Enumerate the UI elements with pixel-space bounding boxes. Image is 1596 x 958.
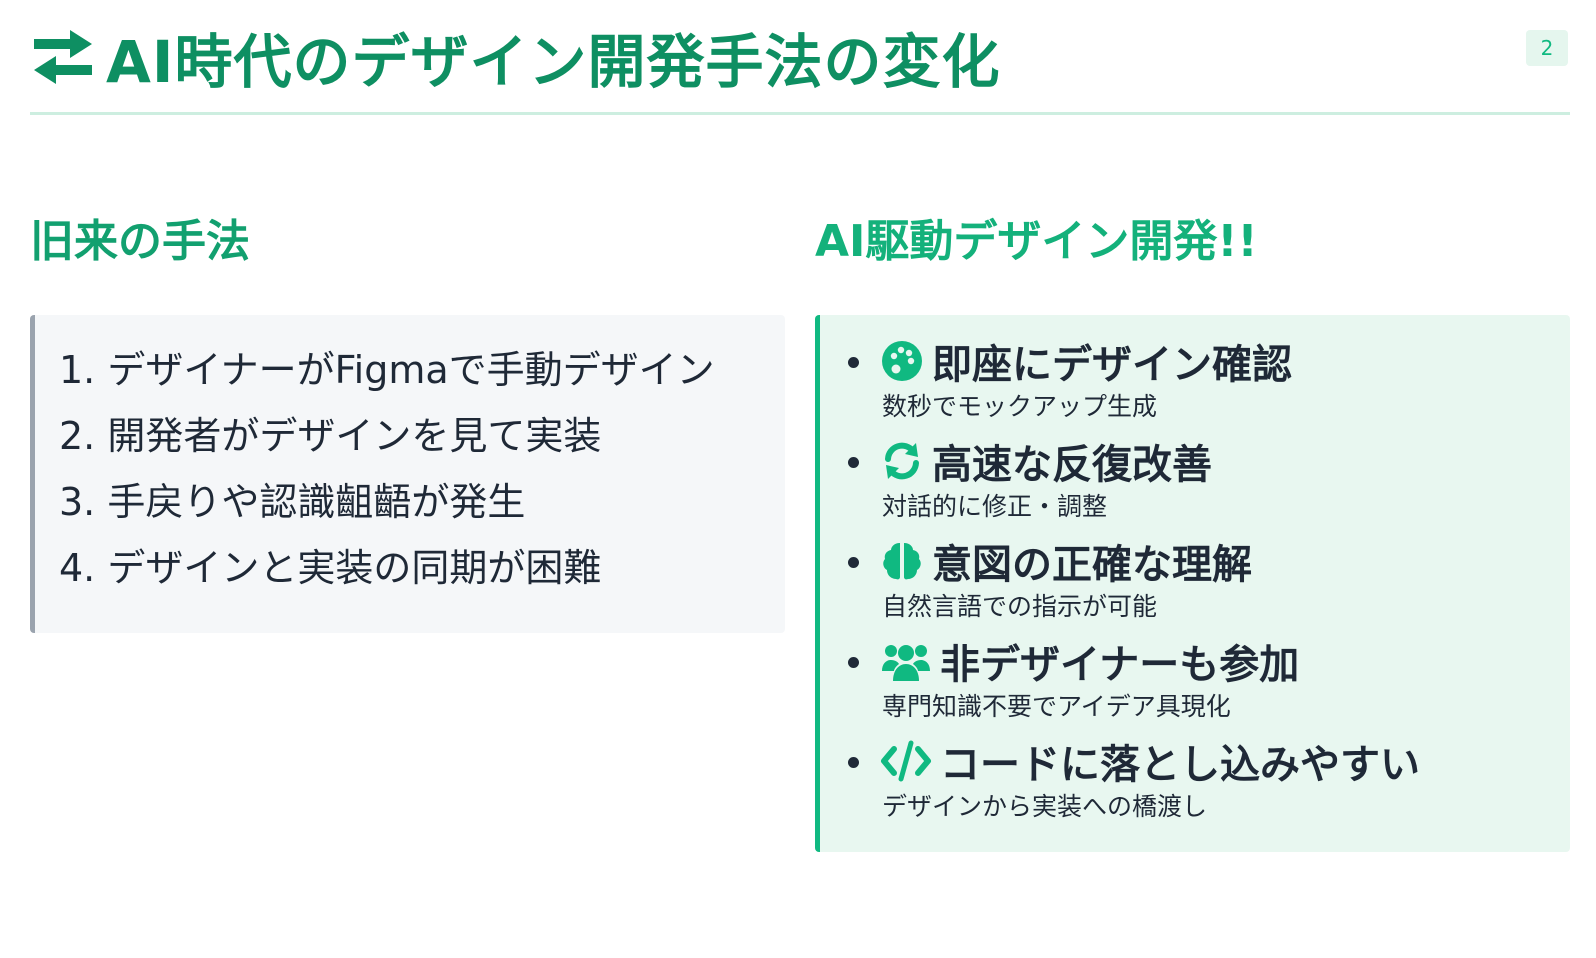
item-title: 高速な反復改善 — [932, 442, 1212, 488]
old-method-title: 旧来の手法 — [30, 216, 250, 267]
item-head: コードに落とし込みやすい — [880, 733, 1570, 789]
item-head: 非デザイナーも参加 — [880, 633, 1570, 689]
old-method-item: 3. 手戻りや認識齟齬が発生 — [59, 480, 526, 524]
title-wrap: AI時代のデザイン開発手法の変化 — [30, 14, 1570, 100]
bullet — [848, 357, 859, 368]
users-icon — [882, 645, 930, 681]
item-desc: 数秒でモックアップ生成 — [882, 392, 1158, 421]
bullet — [848, 657, 859, 668]
item-title: 意図の正確な理解 — [932, 542, 1252, 588]
item-head: 即座にデザイン確認 — [880, 333, 1570, 389]
new-method-item: 高速な反復改善 対話的に修正・調整 — [840, 433, 1570, 525]
bullet — [848, 757, 859, 768]
item-title: コードに落とし込みやすい — [940, 742, 1420, 788]
new-method-item: 意図の正確な理解 自然言語での指示が可能 — [840, 533, 1570, 625]
old-method-item: 2. 開発者がデザインを見て実装 — [59, 414, 602, 458]
new-method-box: 即座にデザイン確認 数秒でモックアップ生成 高速な反復改善 対話的に修正・調整 — [815, 315, 1570, 852]
slide-header: AI時代のデザイン開発手法の変化 2 — [30, 14, 1570, 100]
exchange-arrows-icon — [34, 30, 92, 84]
new-method-list: 即座にデザイン確認 数秒でモックアップ生成 高速な反復改善 対話的に修正・調整 — [820, 315, 1570, 825]
old-method-box: 1. デザイナーがFigmaで手動デザイン 2. 開発者がデザインを見て実装 3… — [30, 315, 785, 633]
old-method-item: 4. デザインと実装の同期が困難 — [59, 546, 602, 590]
item-head: 意図の正確な理解 — [880, 533, 1570, 589]
bullet — [848, 557, 859, 568]
new-method-item: 即座にデザイン確認 数秒でモックアップ生成 — [840, 333, 1570, 425]
new-method-title: AI駆動デザイン開発!! — [815, 216, 1258, 267]
new-method-item: 非デザイナーも参加 専門知識不要でアイデア具現化 — [840, 633, 1570, 725]
item-head: 高速な反復改善 — [880, 433, 1570, 489]
item-title: 即座にデザイン確認 — [932, 342, 1292, 388]
old-method-item: 1. デザイナーがFigmaで手動デザイン — [59, 348, 715, 392]
header-divider — [30, 112, 1570, 115]
page-number-badge: 2 — [1526, 30, 1568, 66]
page-title: AI時代のデザイン開発手法の変化 — [106, 28, 1001, 96]
brain-icon — [883, 543, 921, 580]
sync-icon — [885, 442, 919, 480]
palette-icon — [882, 341, 922, 381]
item-desc: 専門知識不要でアイデア具現化 — [882, 692, 1231, 721]
item-desc: 自然言語での指示が可能 — [882, 592, 1158, 621]
item-title: 非デザイナーも参加 — [940, 642, 1300, 688]
old-method-list: 1. デザイナーがFigmaで手動デザイン 2. 開発者がデザインを見て実装 3… — [35, 315, 785, 601]
new-method-item: コードに落とし込みやすい デザインから実装への橋渡し — [840, 733, 1570, 825]
item-desc: 対話的に修正・調整 — [882, 492, 1108, 521]
item-desc: デザインから実装への橋渡し — [882, 792, 1208, 821]
bullet — [848, 457, 859, 468]
code-icon — [881, 740, 931, 782]
